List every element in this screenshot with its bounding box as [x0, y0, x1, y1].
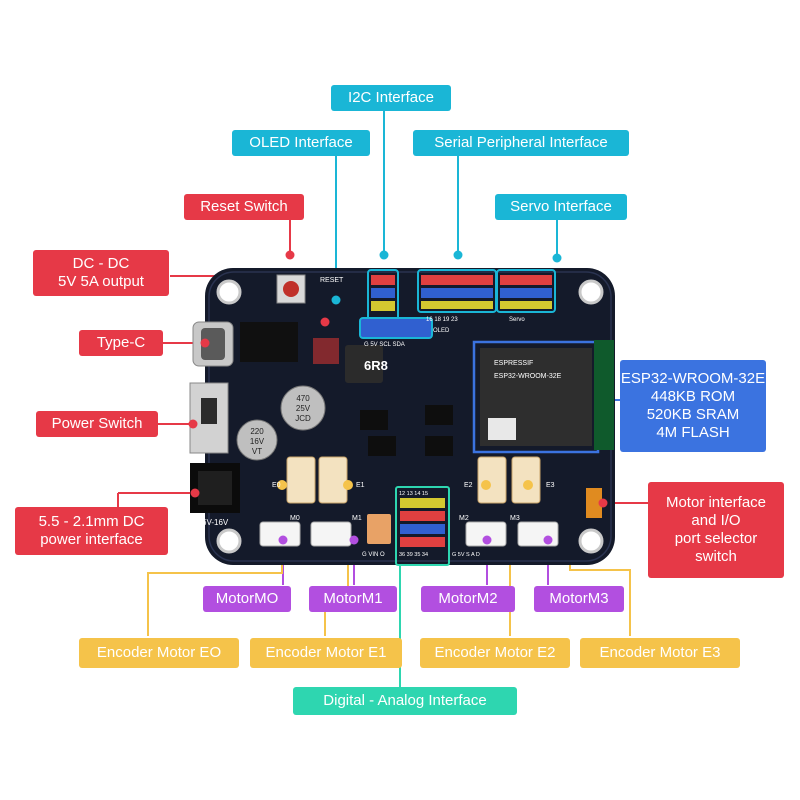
dcdc-highlight [313, 338, 339, 364]
dcdc-label-line1: DC - DC [72, 255, 130, 272]
mounting-hole [578, 528, 604, 554]
selector-switch [586, 488, 602, 518]
voltage-silk: 6V-16V [202, 518, 229, 527]
esp32-module-label: ESP32-WROOM-32E 448KB ROM 520KB SRAM 4M … [620, 360, 766, 452]
cap2-voltage: 16V [250, 437, 265, 446]
analog-pins-silk: G 5V S A D [452, 552, 480, 558]
motor-selector-line4: switch [695, 548, 737, 565]
esp32-label-line2: 448KB ROM [650, 388, 736, 405]
i2c-silk: G 5V SCL SDA [364, 342, 405, 348]
encoder-e1-label: Encoder Motor E1 [250, 638, 402, 668]
typec-port [192, 321, 234, 367]
m3-silk: M3 [510, 515, 520, 522]
reset-button [276, 274, 306, 304]
cap1-voltage: 25V [296, 404, 311, 413]
e0-silk: E0 [272, 482, 281, 489]
encoder-connector-e0 [286, 456, 316, 504]
inductor-silk: 6R8 [364, 358, 388, 373]
spi-silk: 16 18 19 23 [426, 317, 458, 323]
esp32-module [472, 340, 614, 454]
m1-silk: M1 [352, 515, 362, 522]
oled-header [359, 317, 433, 339]
typec-label: Type-C [79, 330, 163, 356]
ic-chip [425, 405, 453, 425]
motor-connector-m0 [259, 521, 301, 547]
analog-top-silk: 12 13 14 15 [399, 491, 428, 497]
motor-connector-m2 [465, 521, 507, 547]
power-switch [189, 382, 229, 454]
cap2-value: 220 [250, 427, 264, 436]
esp32-label-line4: 4M FLASH [656, 424, 730, 441]
digital-analog-label: Digital - Analog Interface [293, 687, 517, 715]
dcdc-chip [240, 322, 298, 362]
motor-connector-m3 [517, 521, 559, 547]
inductor [345, 345, 383, 383]
mounting-hole [578, 279, 604, 305]
e3-silk: E3 [546, 482, 555, 489]
servo-silk: Servo [509, 317, 525, 323]
ic-chip [425, 436, 453, 456]
ic-chip [368, 436, 396, 456]
oled-interface-label: OLED Interface [232, 130, 370, 156]
capacitor-220 [236, 419, 278, 461]
power-switch-label: Power Switch [36, 411, 158, 437]
motor-selector-label: Motor interface and I/O port selector sw… [648, 482, 784, 578]
board-silkscreen: RESET 6R8 470 25V JCD 220 16V VT 6V-16V … [202, 277, 562, 558]
module-brand: ESPRESSIF [494, 360, 533, 367]
motor-m1-label: MotorM1 [309, 586, 397, 612]
dcdc-output-label: DC - DC 5V 5A output [33, 250, 169, 296]
spi-header [417, 269, 497, 313]
ic-chip [360, 410, 388, 430]
dc-jack-label-line2: power interface [40, 531, 143, 548]
dc-jack-label-line1: 5.5 - 2.1mm DC [38, 513, 145, 530]
motor-connector-m1 [310, 521, 352, 547]
encoder-e0-label: Encoder Motor EO [79, 638, 239, 668]
encoder-connector-e2 [477, 456, 507, 504]
mounting-hole [216, 279, 242, 305]
dcdc-label-line2: 5V 5A output [58, 273, 144, 290]
mounting-hole [216, 528, 242, 554]
esp32-label-line3: 520KB SRAM [646, 406, 740, 423]
servo-interface-label: Servo Interface [495, 194, 627, 220]
encoder-e2-label: Encoder Motor E2 [420, 638, 570, 668]
dc-jack-label: 5.5 - 2.1mm DC power interface [15, 507, 168, 555]
indicator-dots [188, 250, 608, 545]
e2-silk: E2 [464, 482, 473, 489]
cap2-brand: VT [252, 447, 262, 456]
servo-header [496, 269, 556, 313]
cap1-brand: JCD [295, 414, 311, 423]
analog-header [395, 486, 450, 566]
vin-silk: G VIN O [362, 552, 385, 558]
encoder-e3-label: Encoder Motor E3 [580, 638, 740, 668]
vin-connector [367, 514, 391, 544]
reset-silk: RESET [320, 277, 344, 284]
esp32-label-line1: ESP32-WROOM-32E [620, 370, 766, 387]
m2-silk: M2 [459, 515, 469, 522]
spi-interface-label: Serial Peripheral Interface [413, 130, 629, 156]
m0-silk: M0 [290, 515, 300, 522]
oled-silk: OLED [433, 328, 450, 334]
motor-selector-line2: and I/O [691, 512, 741, 529]
dc-jack [190, 463, 240, 513]
analog-bottom-silk: 36 39 35 34 [399, 552, 428, 558]
encoder-connector-e3 [511, 456, 541, 504]
reset-switch-label: Reset Switch [184, 194, 304, 220]
e1-silk: E1 [356, 482, 365, 489]
cap1-value: 470 [296, 394, 310, 403]
motor-selector-line1: Motor interface [665, 494, 767, 511]
motor-m3-label: MotorM3 [534, 586, 624, 612]
capacitor-470 [280, 385, 326, 431]
i2c-interface-label: I2C Interface [331, 85, 451, 111]
motor-m2-label: MotorM2 [421, 586, 515, 612]
motor-selector-line3: port selector [674, 530, 758, 547]
encoder-connector-e1 [318, 456, 348, 504]
module-name: ESP32-WROOM-32E [494, 373, 562, 380]
motor-m0-label: MotorMO [203, 586, 291, 612]
